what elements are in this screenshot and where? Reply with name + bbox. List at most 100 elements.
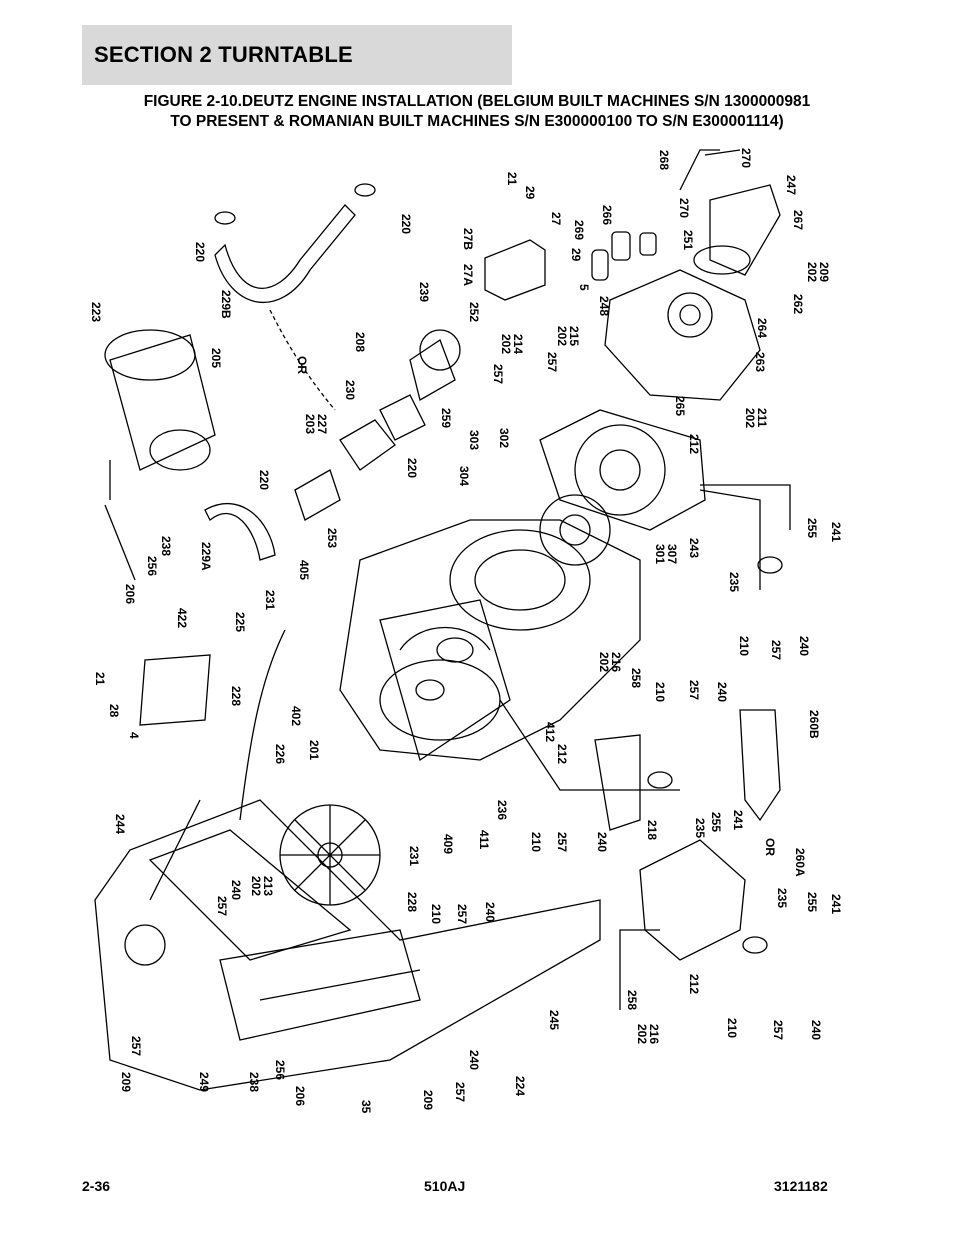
callout: 4 — [127, 732, 141, 739]
callout: 256 — [273, 1060, 287, 1080]
callout: OR — [763, 838, 777, 856]
callout: 27B — [461, 228, 475, 250]
callout: 202 — [743, 408, 757, 428]
callout: 241 — [731, 810, 745, 830]
callout: 257 — [215, 896, 229, 916]
callout: 257 — [771, 1020, 785, 1040]
callout: 29 — [569, 248, 583, 262]
callout: 209 — [421, 1090, 435, 1110]
callout: 21 — [93, 672, 107, 686]
callout: 257 — [129, 1036, 143, 1056]
callout: 244 — [113, 814, 127, 834]
callout: 402 — [289, 706, 303, 726]
callout: 268 — [657, 150, 671, 170]
callout: 211 — [755, 408, 769, 428]
callout: 238 — [247, 1072, 261, 1092]
callout: 262 — [791, 294, 805, 314]
callout: 257 — [453, 1082, 467, 1102]
callout: 220 — [257, 470, 271, 490]
callout: 257 — [687, 680, 701, 700]
callout: 202 — [499, 334, 513, 354]
callout: 201 — [307, 740, 321, 760]
callout: 215 — [567, 326, 581, 346]
callout: 240 — [809, 1020, 823, 1040]
callout: 228 — [405, 892, 419, 912]
callout: 263 — [753, 352, 767, 372]
callout: 29 — [523, 186, 537, 200]
callout: 267 — [791, 210, 805, 230]
callout: 270 — [739, 148, 753, 168]
callout: 257 — [455, 904, 469, 924]
callout: 235 — [775, 888, 789, 908]
callout: 255 — [805, 892, 819, 912]
callout: 214 — [511, 334, 525, 354]
callout: OR — [295, 356, 309, 374]
callout: 223 — [89, 302, 103, 322]
callout: 224 — [513, 1076, 527, 1096]
callout: 422 — [175, 608, 189, 628]
callout: 227 — [315, 414, 329, 434]
callout: 265 — [673, 396, 687, 416]
callout: 259 — [439, 408, 453, 428]
callout: 228 — [229, 686, 243, 706]
callout: 405 — [297, 560, 311, 580]
callout: 269 — [572, 220, 586, 240]
callout-labels: 268 270 270 247 267 202 209 262 251 266 … — [89, 148, 843, 1114]
callout: 241 — [829, 894, 843, 914]
callout: 210 — [529, 832, 543, 852]
callout: 235 — [693, 818, 707, 838]
callout: 260A — [793, 848, 807, 877]
callout: 238 — [159, 536, 173, 556]
callout: 412 — [543, 722, 557, 742]
callout: 247 — [784, 175, 798, 195]
callout: 210 — [429, 904, 443, 924]
callout: 257 — [491, 364, 505, 384]
callout: 266 — [600, 205, 614, 225]
callout: 258 — [629, 668, 643, 688]
figure-title-line-2: TO PRESENT & ROMANIAN BUILT MACHINES S/N… — [170, 113, 784, 130]
callout: 251 — [681, 230, 695, 250]
callout: 240 — [229, 880, 243, 900]
callout: 236 — [495, 800, 509, 820]
callout: 229A — [199, 542, 213, 571]
callout: 240 — [467, 1050, 481, 1070]
callout: 218 — [645, 820, 659, 840]
page-number: 2-36 — [82, 1178, 111, 1194]
callout: 202 — [635, 1024, 649, 1044]
document-number: 3121182 — [774, 1178, 828, 1194]
callout: 303 — [467, 430, 481, 450]
callout: 243 — [687, 538, 701, 558]
callout: 231 — [263, 590, 277, 610]
callout: 203 — [303, 414, 317, 434]
callout: 249 — [197, 1072, 211, 1092]
callout: 212 — [687, 434, 701, 454]
callout: 229B — [219, 290, 233, 319]
callout: 216 — [609, 652, 623, 672]
callout: 307 — [665, 544, 679, 564]
callout: 302 — [497, 428, 511, 448]
callout: 253 — [325, 528, 339, 548]
callout: 27A — [461, 264, 475, 286]
callout: 35 — [359, 1100, 373, 1114]
callout: 230 — [343, 380, 357, 400]
callout: 239 — [417, 282, 431, 302]
callout: 212 — [687, 974, 701, 994]
callout: 240 — [797, 636, 811, 656]
callout: 220 — [193, 242, 207, 262]
section-title: SECTION 2 TURNTABLE — [94, 42, 353, 67]
callout: 257 — [545, 352, 559, 372]
callout: 220 — [405, 458, 419, 478]
callout: 248 — [597, 296, 611, 316]
callout: 210 — [653, 682, 667, 702]
model-number: 510AJ — [424, 1178, 466, 1194]
callout: 210 — [737, 636, 751, 656]
callout: 411 — [477, 830, 491, 850]
callout: 27 — [549, 212, 563, 226]
callout: 5 — [577, 284, 591, 291]
callout: 256 — [145, 556, 159, 576]
callout: 216 — [647, 1024, 661, 1044]
callout: 257 — [769, 640, 783, 660]
callout: 213 — [261, 876, 275, 896]
callout: 255 — [805, 518, 819, 538]
